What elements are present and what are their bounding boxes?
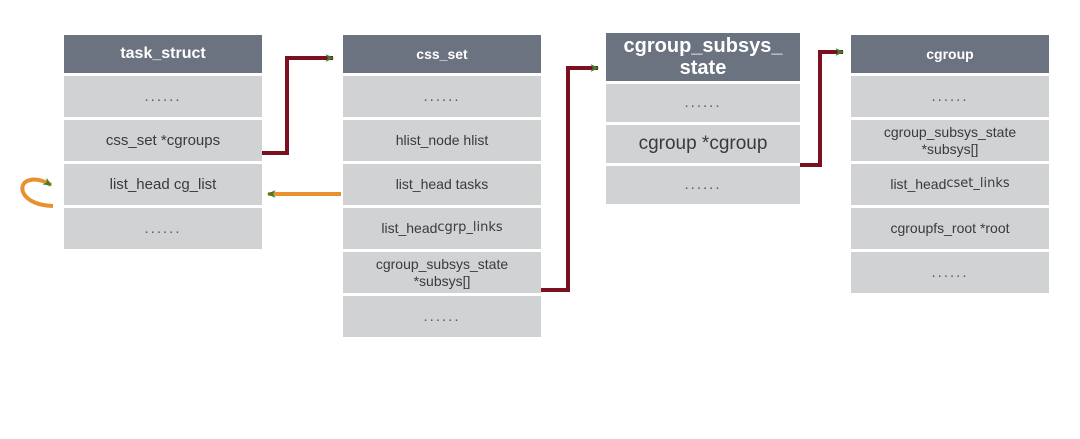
connector-cglist-self-loop: [20, 177, 54, 208]
field-label: list_head: [381, 220, 438, 237]
field-row: ......: [606, 84, 800, 122]
field-row: ......: [343, 76, 541, 117]
struct-cgroup: cgroup ...... cgroup_subsys_state *subsy…: [851, 35, 1049, 296]
struct-css-set: css_set ...... hlist_node hlist list_hea…: [343, 35, 541, 340]
struct-title-task-struct: task_struct: [64, 35, 262, 73]
struct-title-css-set: css_set: [343, 35, 541, 73]
field-row-css-set-cgroups: css_set *cgroups: [64, 120, 262, 161]
field-row-list-head-cgrp-links: list_head cgrp_links: [343, 208, 541, 249]
struct-title-cgroup: cgroup: [851, 35, 1049, 73]
field-row-list-head-tasks: list_head tasks: [343, 164, 541, 205]
connector-cgroupptr-to-cgroup: [800, 48, 845, 167]
ellipsis-text: ......: [931, 263, 969, 281]
struct-title-cgroup-subsys-state: cgroup_subsys_ state: [606, 33, 800, 81]
field-row: ......: [606, 166, 800, 204]
ellipsis-text: ......: [684, 176, 722, 194]
field-row-subsys-array: cgroup_subsys_state *subsys[]: [851, 120, 1049, 161]
field-label-alt: cgrp_links: [437, 220, 503, 236]
field-row-hlist-node-hlist: hlist_node hlist: [343, 120, 541, 161]
field-label: list_head: [890, 176, 947, 193]
field-row-cgroup-pointer: cgroup *cgroup: [606, 125, 800, 163]
field-row-list-head-cset-links: list_head cset_links: [851, 164, 1049, 205]
ellipsis-text: ......: [931, 87, 969, 105]
field-row: ......: [64, 76, 262, 117]
field-label-alt: cset_links: [946, 176, 1010, 192]
ellipsis-text: ......: [144, 219, 182, 237]
connector-cgroups-to-cssset: [262, 54, 335, 155]
field-row: ......: [343, 296, 541, 337]
ellipsis-text: ......: [423, 307, 461, 325]
field-row: ......: [851, 252, 1049, 293]
connector-subsys-to-css: [541, 64, 600, 292]
field-row-cgroupfs-root: cgroupfs_root *root: [851, 208, 1049, 249]
struct-task-struct: task_struct ...... css_set *cgroups list…: [64, 35, 262, 252]
field-row: ......: [64, 208, 262, 249]
ellipsis-text: ......: [423, 87, 461, 105]
field-row: ......: [851, 76, 1049, 117]
ellipsis-text: ......: [684, 94, 722, 112]
field-row-list-head-cg-list: list_head cg_list: [64, 164, 262, 205]
ellipsis-text: ......: [144, 87, 182, 105]
field-row-subsys-array: cgroup_subsys_state *subsys[]: [343, 252, 541, 293]
struct-cgroup-subsys-state: cgroup_subsys_ state ...... cgroup *cgro…: [606, 33, 800, 207]
